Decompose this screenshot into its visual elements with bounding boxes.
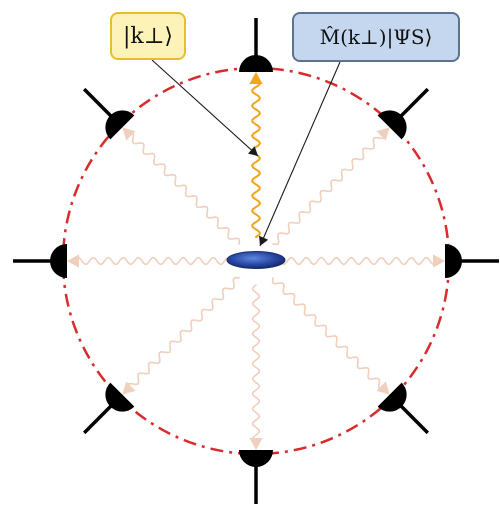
scattered-photon-arrowhead-down [249,438,263,450]
highlighted-photon-path [250,77,262,238]
emitter-ellipse [226,251,286,269]
highlighted-photon-arrowhead [249,72,263,84]
detector-stem-lower-right [394,399,430,435]
scattered-photon-path-upper-left [124,131,241,245]
scattered-photon-arrowhead-upper-left [122,127,136,141]
scattered-photon-path-upper-right [272,129,386,246]
scattered-photon-arrowhead-upper-right [376,127,390,141]
detector-lower-left [82,382,135,435]
scattered-state-label: M̂(k⊥)|ΨS⟩ [292,12,460,62]
detector-stem-upper-left [82,87,118,123]
photon-state-label: |k⊥⟩ [110,12,186,60]
scattered-state-pointer-head [259,235,269,246]
detector-down [239,450,273,504]
scattered-photon-path-down [251,284,261,445]
scattered-photon-path-lower-left [126,276,240,393]
scattered-photon-arrowhead-lower-right [376,381,390,395]
detectors [13,18,499,504]
scattered-photon-arrowhead-lower-left [122,381,136,395]
scattered-photon-arrowhead-right [433,254,445,268]
scattered-photon-path-right [279,256,440,266]
detector-left [13,244,67,278]
detector-up [239,18,273,72]
scattered-photon-path-left [72,256,233,266]
scattered-photon-arrowhead-left [67,254,79,268]
detector-stem-lower-left [82,399,118,435]
detector-lower-right [377,382,430,435]
scattered-photon-path-lower-right [271,277,388,391]
detector-stem-upper-right [394,87,430,123]
pointer-arrows [151,59,341,247]
detector-upper-left [82,87,135,140]
detector-right [445,244,499,278]
photon-state-pointer-head [248,146,258,156]
detector-upper-right [377,87,430,140]
photon-state-pointer-line [151,59,259,157]
photon-paths [67,72,445,450]
scattered-state-pointer-line [259,61,341,247]
